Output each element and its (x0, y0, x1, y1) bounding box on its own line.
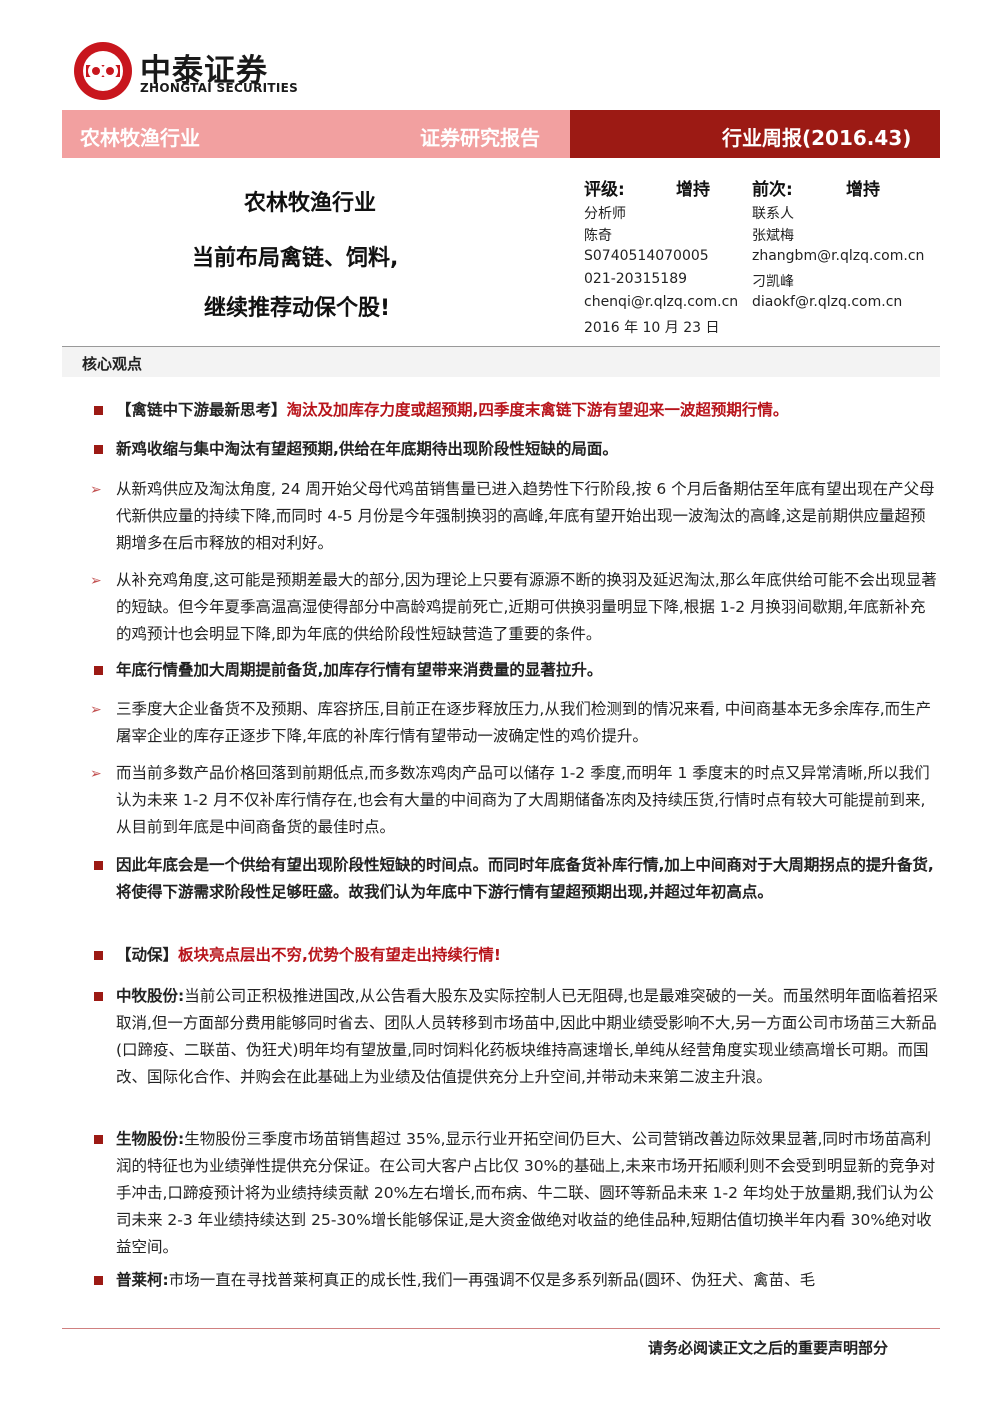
bullet-square-icon (94, 1276, 103, 1285)
bullet-arrow-icon: ➢ (90, 766, 102, 782)
band-weekly: 行业周报(2016.43) (722, 126, 912, 150)
title-line-1: 农林牧渔行业 (244, 191, 377, 216)
bullet-square-icon (94, 666, 103, 675)
para-7: ➢ 而当前多数产品价格回落到前期低点,而多数冻鸡肉产品可以储存 1-2 季度,而… (90, 764, 930, 836)
header-band-dark (570, 110, 940, 158)
para-8: 因此年底会是一个供给有望出现阶段性短缺的时间点。而同时年底备货补库行情,加上中间… (90, 852, 940, 906)
section-title: 核心观点 (82, 355, 143, 373)
bullet-arrow-icon: ➢ (90, 482, 102, 498)
analyst-email[interactable]: chenqi@r.qlzq.com.cn (584, 294, 739, 310)
footer-disclaimer: 请务必阅读正文之后的重要声明部分 (648, 1339, 889, 1357)
section-bar (62, 346, 940, 377)
bullet-square-icon (94, 861, 103, 870)
para-9: 【动保】板块亮点层出不穷,优势个股有望走出持续行情! (90, 942, 940, 969)
title-line-3: 继续推荐动保个股! (204, 296, 391, 321)
contact-email-2[interactable]: diaokf@r.qlzq.com.cn (752, 294, 903, 310)
para-2: 新鸡收缩与集中淘汰有望超预期,供给在年底期待出现阶段性短缺的局面。 (90, 436, 940, 463)
company-logo-icon (74, 42, 132, 100)
para-1: 【禽链中下游最新思考】淘汰及加库存力度或超预期,四季度末禽链下游有望迎来一波超预… (90, 397, 940, 424)
bullet-arrow-icon: ➢ (90, 573, 102, 589)
prev-rating-value: 增持 (846, 180, 880, 200)
para-10: 中牧股份:当前公司正积极推进国改,从公告看大股东及实际控制人已无阻碍,也是最难突… (90, 983, 940, 1091)
band-industry: 农林牧渔行业 (80, 126, 200, 150)
para-5: 年底行情叠加大周期提前备货,加库存行情有望带来消费量的显著拉升。 (90, 657, 940, 684)
bullet-square-icon (94, 406, 103, 415)
bullet-square-icon (94, 1135, 103, 1144)
analyst-cert: S0740514070005 (584, 248, 709, 264)
para-12: 普莱柯:市场一直在寻找普莱柯真正的成长性,我们一再强调不仅是多系列新品(圆环、伪… (90, 1267, 940, 1294)
analyst-phone: 021-20315189 (584, 271, 688, 287)
contact-name-1: 张斌梅 (752, 228, 794, 244)
bullet-square-icon (94, 445, 103, 454)
rating-label: 评级: (584, 180, 625, 200)
rating-value: 增持 (676, 180, 710, 200)
para-6: ➢ 三季度大企业备货不及预期、库容挤压,目前正在逐步释放压力,从我们检测到的情况… (90, 700, 932, 745)
band-report-type: 证券研究报告 (420, 126, 540, 150)
bullet-arrow-icon: ➢ (90, 702, 102, 718)
report-date: 2016 年 10 月 23 日 (584, 320, 720, 336)
para-3: ➢ 从新鸡供应及淘汰角度, 24 周开始父母代鸡苗销售量已进入趋势性下行阶段,按… (90, 480, 935, 552)
para-4: ➢ 从补充鸡角度,这可能是预期差最大的部分,因为理论上只要有源源不断的换羽及延迟… (90, 571, 937, 643)
contact-email-1[interactable]: zhangbm@r.qlzq.com.cn (752, 248, 925, 264)
bullet-square-icon (94, 992, 103, 1001)
bullet-square-icon (94, 951, 103, 960)
contact-role: 联系人 (752, 206, 794, 222)
logo-en-text: ZHONGTAI SECURITIES (140, 81, 299, 95)
analyst-name: 陈奇 (584, 228, 612, 244)
analyst-role: 分析师 (584, 206, 626, 222)
logo-cn-text: 中泰证券 (140, 53, 268, 89)
prev-rating-label: 前次: (752, 180, 793, 200)
para-11: 生物股份:生物股份三季度市场苗销售超过 35%,显示行业开拓空间仍巨大、公司营销… (90, 1126, 940, 1261)
footer-divider (62, 1328, 940, 1329)
title-line-2: 当前布局禽链、饲料, (192, 246, 399, 271)
contact-name-2: 刁凯峰 (752, 274, 794, 290)
